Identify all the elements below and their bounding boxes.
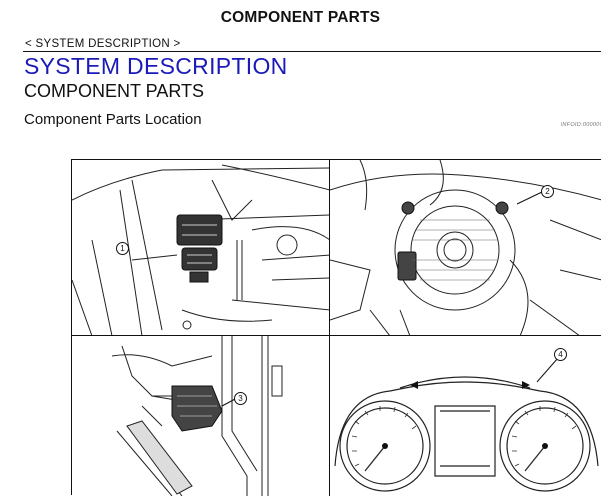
section-title: SYSTEM DESCRIPTION [24, 53, 288, 79]
callout-1: 1 [116, 242, 129, 255]
info-id: INFOID:000000 [560, 122, 601, 128]
subsection-title: COMPONENT PARTS [24, 81, 205, 101]
combination-meter-drawing [334, 357, 599, 492]
panel-accelerator-area: 3 [72, 336, 330, 496]
topic-title: Component Parts Location [24, 111, 202, 128]
engine-room-drawing [72, 164, 329, 335]
component-parts-figure: 1 [71, 159, 601, 496]
header-rule [23, 51, 601, 52]
callout-4: 4 [554, 348, 567, 361]
page-header: COMPONENT PARTS [220, 9, 381, 26]
breadcrumb[interactable]: < SYSTEM DESCRIPTION > [25, 38, 181, 50]
callout-3: 3 [234, 392, 247, 405]
callout-2: 2 [541, 185, 554, 198]
accelerator-area-drawing [111, 336, 283, 496]
panel-engine-room: 1 [72, 160, 330, 336]
panel-spiral-cable: 2 [330, 160, 601, 336]
panel-combination-meter: 4 [330, 336, 601, 496]
spiral-cable-drawing [330, 160, 601, 335]
